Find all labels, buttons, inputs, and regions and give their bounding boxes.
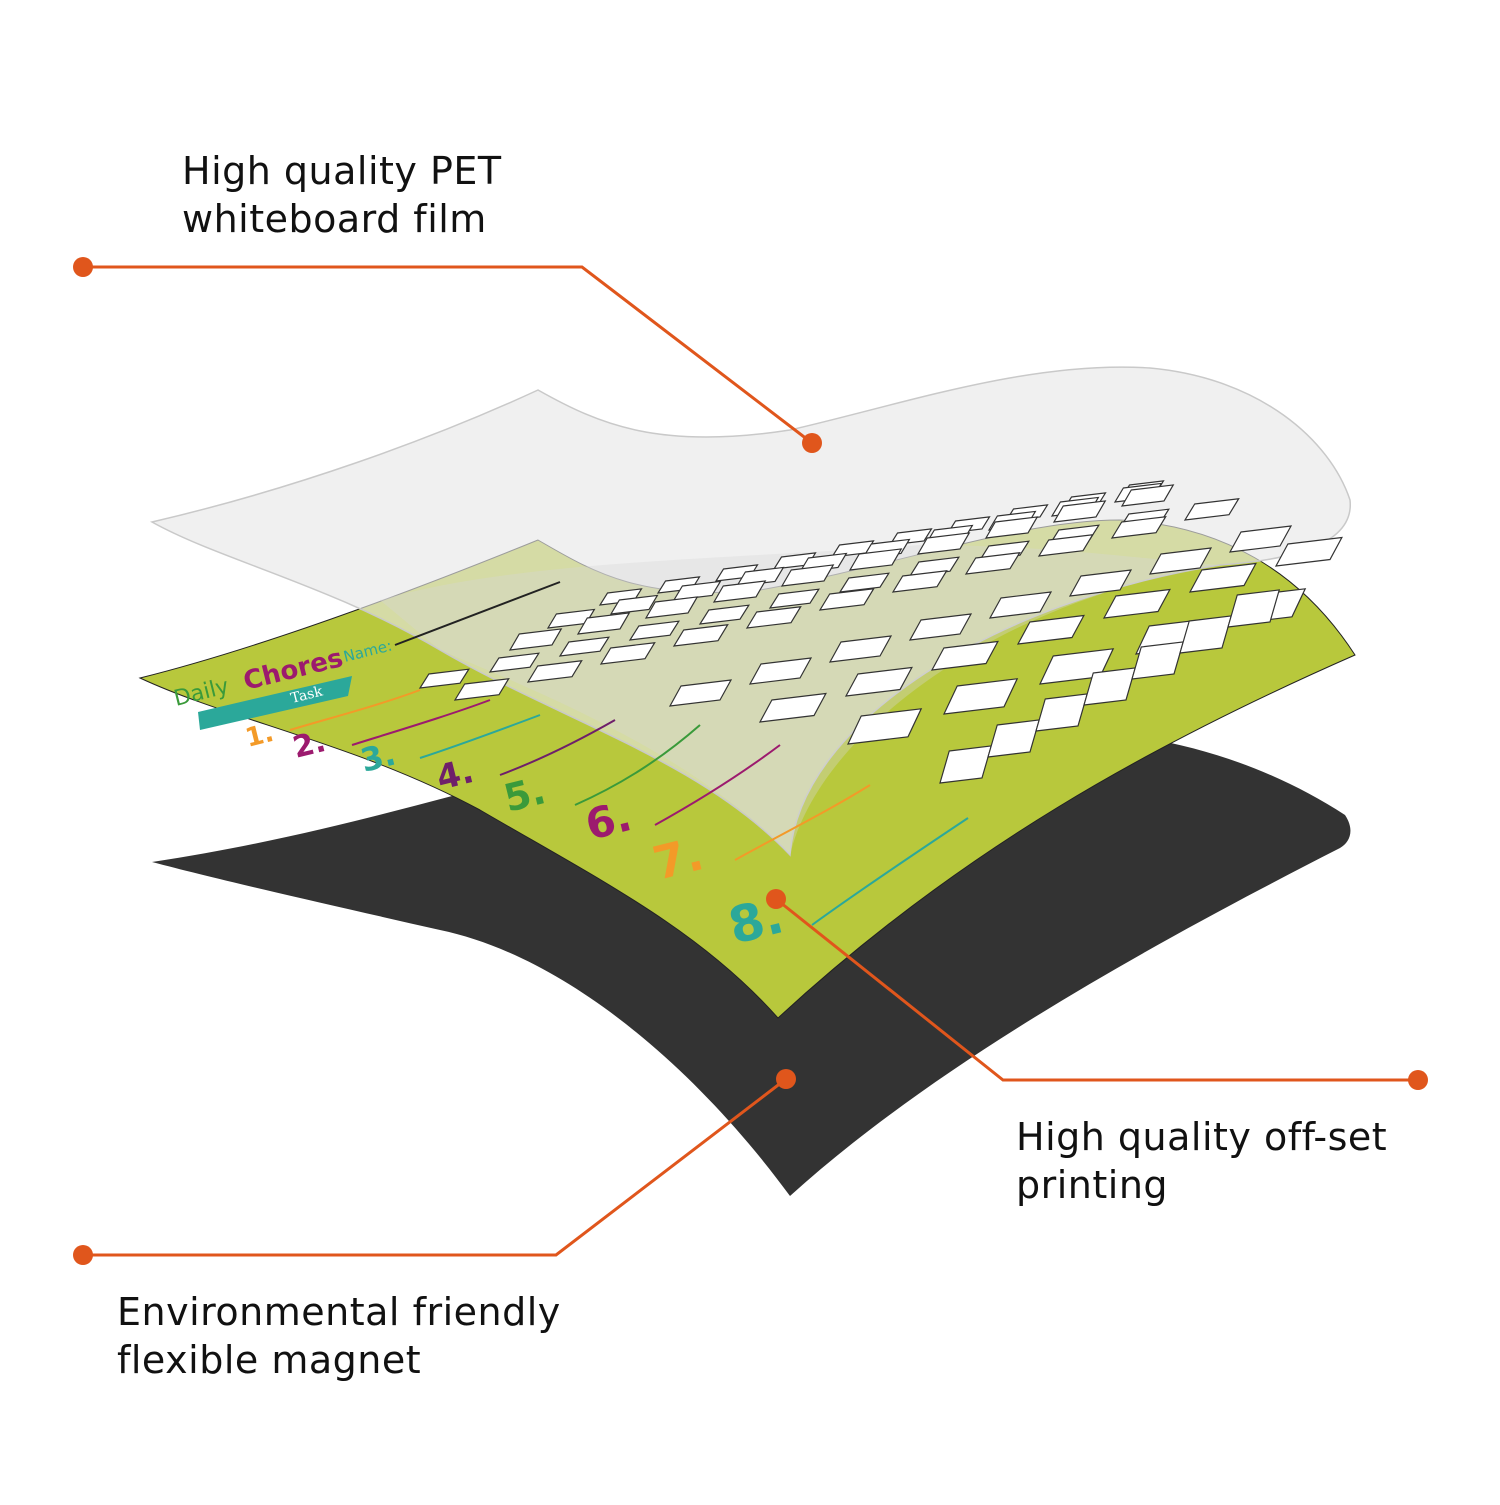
checkbox-49: [1037, 533, 1094, 557]
checkbox-46: [818, 587, 875, 611]
callout-dots: [73, 257, 1428, 1265]
checkbox-58: [1148, 547, 1213, 575]
checkbox-48: [964, 551, 1021, 575]
task-label: Task: [289, 683, 325, 706]
checkbox-25: [848, 548, 903, 571]
printing-callout-line2: printing: [1016, 1163, 1169, 1207]
magnet-dot-start: [776, 1069, 796, 1089]
checkbox-56: [988, 591, 1053, 619]
checkbox-21: [576, 612, 631, 635]
checkbox-65: [1188, 562, 1257, 593]
checkbox-50: [1110, 515, 1167, 539]
printing-callout-line1: High quality off-set: [1016, 1115, 1388, 1159]
printing-dot-start: [766, 889, 786, 909]
checkbox-53: [748, 657, 813, 685]
checkbox-13: [735, 566, 785, 587]
checkbox-72: [939, 745, 993, 784]
checkbox-22: [644, 596, 699, 619]
row-line-6: [654, 744, 781, 826]
row-line-4: [499, 719, 616, 776]
checkbox-60: [758, 692, 827, 723]
magnet-callout-label: Environmental friendly flexible magnet: [117, 1288, 561, 1384]
checkbox-52: [668, 679, 733, 707]
film-callout-label: High quality PET whiteboard film: [182, 147, 502, 243]
checkbox-42: [526, 659, 583, 683]
row-lines: [289, 689, 969, 926]
checkbox-36: [838, 572, 890, 593]
checkbox-20: [508, 628, 563, 651]
checkbox-35: [768, 588, 820, 609]
checkbox-28: [1052, 500, 1107, 523]
row-line-5: [574, 724, 701, 806]
checkbox-34: [698, 604, 750, 625]
checkbox-61: [844, 666, 913, 697]
checkbox-57: [1068, 569, 1133, 597]
magnet-dot-end: [73, 1245, 93, 1265]
magnet-leader-line: [83, 1077, 787, 1257]
checkbox-63: [1016, 614, 1085, 645]
checkbox-27: [984, 516, 1039, 539]
row-line-7: [734, 784, 871, 861]
checkbox-54: [828, 635, 893, 663]
row-line-1: [289, 689, 421, 731]
checkbox-31: [488, 652, 540, 673]
row-line-2: [351, 699, 491, 746]
checkbox-55: [908, 613, 973, 641]
printing-callout-label: High quality off-set printing: [1016, 1113, 1387, 1209]
checkbox-30: [418, 668, 470, 689]
checkbox-45: [745, 605, 802, 629]
checkbox-76: [1131, 641, 1185, 680]
checkbox-44: [672, 623, 729, 647]
film-callout-line1: High quality PET: [182, 149, 502, 193]
checkbox-47: [891, 569, 948, 593]
checkbox-grid: [418, 480, 1343, 784]
callout-lines: [83, 265, 1418, 1257]
printing-dot-end: [1408, 1070, 1428, 1090]
film-layer: [149, 366, 1351, 857]
checkbox-73: [987, 719, 1041, 758]
checkbox-43: [599, 641, 656, 665]
checkbox-75: [1083, 667, 1137, 706]
checkbox-23: [712, 580, 767, 603]
film-leader-line: [83, 265, 813, 445]
checkbox-24: [780, 564, 835, 587]
name-line: [394, 581, 561, 646]
checkbox-26: [916, 532, 971, 555]
magnet-callout-line1: Environmental friendly: [117, 1290, 561, 1334]
checkbox-74: [1035, 693, 1089, 732]
checkbox-68: [942, 678, 1019, 715]
checkbox-64: [1102, 588, 1171, 619]
checkbox-12: [672, 580, 722, 601]
checkbox-33: [628, 620, 680, 641]
checkbox-77: [1179, 615, 1233, 654]
printing-leader-line: [775, 897, 1418, 1082]
film-dot-end: [802, 433, 822, 453]
task-banner: [198, 676, 352, 730]
checkbox-78: [1227, 589, 1281, 628]
row-line-3: [419, 714, 541, 759]
row-line-8: [811, 817, 969, 926]
checkbox-32: [558, 636, 610, 657]
checkbox-59: [1228, 525, 1293, 553]
checkbox-62: [930, 640, 999, 671]
checkbox-51: [1183, 497, 1240, 521]
magnet-callout-line2: flexible magnet: [117, 1338, 422, 1382]
checkbox-41: [453, 677, 510, 701]
checkbox-66: [1274, 536, 1343, 567]
film-dot-start: [73, 257, 93, 277]
checkbox-11: [609, 594, 659, 615]
checkbox-29: [1120, 484, 1175, 507]
checkbox-67: [846, 708, 923, 745]
film-callout-line2: whiteboard film: [182, 197, 487, 241]
